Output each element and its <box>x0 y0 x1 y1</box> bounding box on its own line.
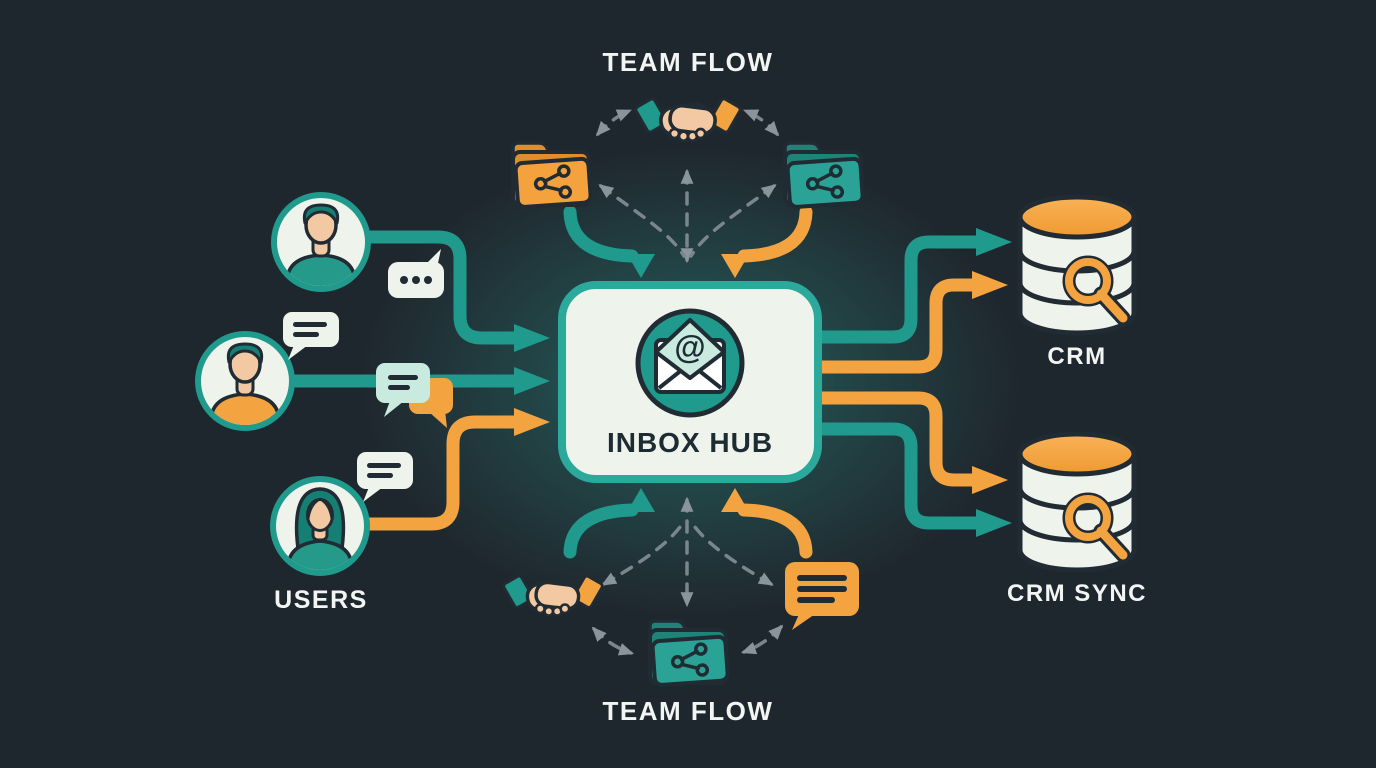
dashed-arrows-top-cluster <box>595 109 780 264</box>
crm-sync-database-icon <box>1020 434 1134 570</box>
chat-message-orange-icon <box>785 562 859 630</box>
flow-arrow-folderleft-to-hub <box>563 205 655 278</box>
dashed-arrows-bottom-cluster <box>591 496 784 656</box>
users-label: USERS <box>274 586 368 614</box>
crm-label: CRM <box>1047 343 1106 370</box>
crm-sync-label: CRM SYNC <box>1007 580 1147 607</box>
inbox-hub-node: @ INBOX HUB <box>558 281 822 483</box>
at-symbol: @ <box>674 329 705 365</box>
team-flow-bottom-label: TEAM FLOW <box>603 696 774 726</box>
avatar-male-teal-shirt <box>274 195 368 290</box>
flow-arrow-hub-to-crm-orange <box>813 271 1008 374</box>
crm-database-icon <box>1020 197 1134 333</box>
avatar-male-orange-shirt <box>198 334 292 429</box>
avatar-female-teal-shirt <box>273 479 367 574</box>
flow-arrow-bubble-to-hub <box>721 488 813 559</box>
flow-arrow-hub-to-crmsync-teal <box>813 422 1012 537</box>
flow-arrow-folderright-to-hub <box>721 205 813 278</box>
chat-bubble-dots-icon <box>388 249 444 298</box>
inbox-hub-label: INBOX HUB <box>607 427 773 458</box>
chat-bubble-pair-icon <box>376 363 453 428</box>
chat-bubble-lines-icon <box>357 452 413 502</box>
shared-folder-teal-icon <box>783 141 866 210</box>
flow-arrow-handshake-to-hub <box>563 488 655 559</box>
chat-bubble-lines-icon <box>283 312 339 360</box>
shared-folder-teal-icon <box>648 619 731 688</box>
team-flow-top-label: TEAM FLOW <box>603 47 774 77</box>
flow-arrow-user1-to-hub <box>361 230 550 352</box>
flow-arrow-hub-to-crm-teal <box>813 228 1012 344</box>
shared-folder-orange-icon <box>511 141 594 210</box>
flow-arrow-hub-to-crmsync-orange <box>813 391 1008 494</box>
flow-arrow-user3-to-hub <box>361 408 550 531</box>
